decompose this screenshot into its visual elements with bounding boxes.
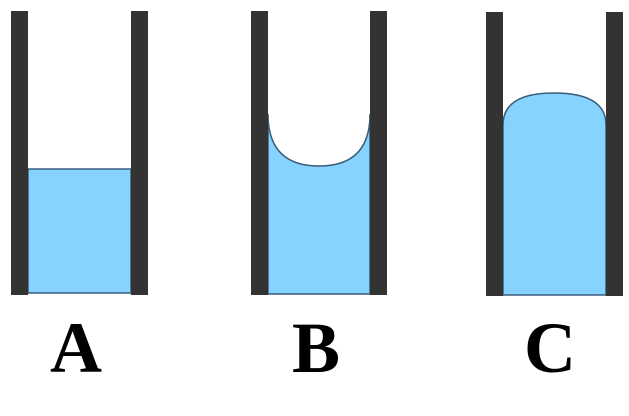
tube-c-right-wall xyxy=(606,12,623,296)
tube-a xyxy=(11,11,148,295)
tube-a-label: A xyxy=(50,308,102,388)
tube-b-liquid xyxy=(267,113,371,295)
tube-a-left-wall xyxy=(11,11,28,295)
tube-c-left-wall xyxy=(486,12,503,296)
tube-c-label: C xyxy=(524,308,576,388)
tube-c-liquid xyxy=(502,92,607,296)
tube-c xyxy=(486,12,623,296)
tube-b-label: B xyxy=(291,308,341,388)
tube-b-left-wall xyxy=(251,11,268,295)
tube-a-right-wall xyxy=(131,11,148,295)
tube-b-right-wall xyxy=(370,11,387,295)
tube-a-liquid xyxy=(27,168,132,294)
tube-b xyxy=(251,11,387,295)
